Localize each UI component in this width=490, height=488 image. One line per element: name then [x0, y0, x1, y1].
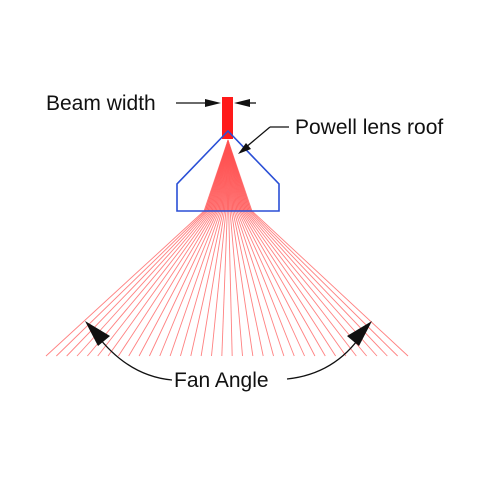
fan-ray	[169, 210, 221, 357]
fan-ray	[128, 210, 216, 357]
fan-ray	[250, 210, 398, 357]
fan-ray	[233, 210, 274, 357]
fan-ray	[244, 210, 357, 357]
fan-ray	[236, 210, 295, 357]
fan-ray	[237, 210, 305, 357]
fan-ray	[242, 210, 336, 357]
fan-ray	[87, 210, 210, 357]
fan-angle-label: Fan Angle	[174, 369, 269, 392]
fan-ray	[138, 210, 217, 357]
fan-ray	[56, 210, 206, 357]
fan-ray	[230, 210, 254, 357]
fan-ray	[246, 210, 367, 357]
fan-angle-arrow-right	[347, 321, 372, 346]
fan-ray	[211, 210, 227, 357]
powell-roof-arrow	[238, 143, 251, 154]
fan-ray	[180, 210, 223, 357]
fan-ray	[228, 210, 233, 357]
fan-ray	[239, 210, 316, 357]
powell-lens-outline	[176, 129, 280, 212]
powell-lens-roof-label: Powell lens roof	[295, 116, 444, 139]
fan-ray	[159, 210, 220, 357]
beam-width-label: Beam width	[46, 92, 156, 115]
fan-ray	[118, 210, 214, 357]
fan-ray	[66, 210, 208, 357]
fan-angle-arrow-left	[85, 321, 110, 346]
fan-ray	[97, 210, 212, 357]
fan-ray	[107, 210, 213, 357]
fan-angle-arc-left	[95, 333, 173, 381]
fan-ray	[200, 210, 226, 357]
fan-ray	[45, 210, 205, 357]
fan-ray	[240, 210, 326, 357]
fan-angle-indicator	[85, 321, 372, 381]
fan-ray	[243, 210, 347, 357]
beam-width-indicator	[176, 99, 256, 107]
fan-ray	[221, 210, 228, 357]
lens-internal-beam	[204, 140, 252, 211]
fan-ray	[235, 210, 285, 357]
fan-angle-arc-right	[286, 333, 363, 380]
fan-ray	[248, 210, 388, 357]
powell-roof-leader-diagonal	[244, 126, 271, 149]
powell-roof-leader	[238, 126, 289, 154]
fan-ray	[149, 210, 219, 357]
fan-ray	[251, 210, 409, 357]
fan-ray	[229, 210, 243, 357]
fan-ray	[190, 210, 224, 357]
input-laser-beam	[222, 97, 233, 139]
fan-ray	[232, 210, 264, 357]
beam-width-arrow-right	[234, 99, 250, 107]
beam-width-arrow-left	[205, 99, 221, 107]
